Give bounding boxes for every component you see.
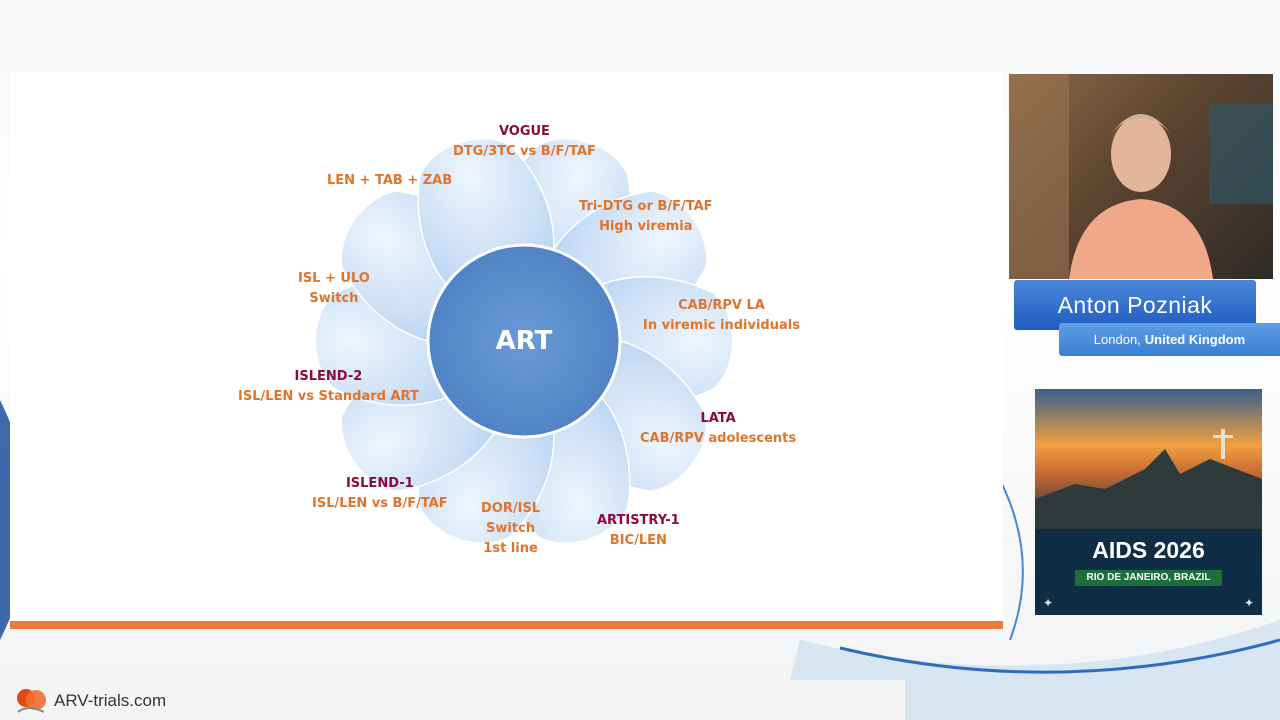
- site-logo-text: ARV-trials.com: [54, 691, 167, 710]
- petal-label-tri-dtg: Tri-DTG or B/F/TAF High viremia: [579, 199, 713, 234]
- speaker-figure: [1009, 74, 1273, 279]
- site-logo[interactable]: ARV-trials.com: [14, 686, 166, 716]
- petal-label-artistry-1: ARTISTRY-1 BIC/LEN: [597, 513, 680, 548]
- location-city: London,: [1093, 332, 1141, 347]
- promo-subtitle: RIO DE JANEIRO, BRAZIL: [1075, 570, 1222, 586]
- petal-label-len-tab-zab: LEN + TAB + ZAB: [327, 173, 453, 188]
- petal-label-islend-2: ISLEND-2 ISL/LEN vs Standard ART: [238, 369, 419, 404]
- speaker-nameplate: Anton Pozniak: [1014, 280, 1256, 330]
- flower-diagram: [314, 138, 734, 544]
- slide-accent-bar: [10, 621, 1003, 629]
- petal-label-isl-ulo: ISL + ULO Switch: [298, 271, 370, 306]
- petal-label-cab-rpv-la: CAB/RPV LA In viremic individuals: [643, 298, 800, 333]
- presentation-slide: ART VOGUE DTG/3TC vs B/F/TAF Tri-DTG or …: [10, 72, 1003, 629]
- conference-promo: AIDS 2026 RIO DE JANEIRO, BRAZIL ✦ ✦: [1035, 389, 1262, 615]
- promo-title: AIDS 2026: [1092, 537, 1205, 563]
- speaker-location: London, United Kingdom: [1059, 323, 1280, 356]
- center-circle: [426, 243, 622, 439]
- sparkle-icon: ✦: [1244, 596, 1255, 610]
- location-country: United Kingdom: [1144, 332, 1246, 347]
- petal-label-islend-1: ISLEND-1 ISL/LEN vs B/F/TAF: [312, 476, 448, 511]
- petal-label-dor-isl: DOR/ISL Switch 1st line: [481, 501, 541, 556]
- sparkle-icon: ✦: [1043, 596, 1054, 610]
- speaker-video: [1009, 74, 1273, 279]
- arv-logo-icon: [17, 689, 46, 713]
- center-label: ART: [495, 326, 553, 356]
- petal-label-vogue: VOGUE DTG/3TC vs B/F/TAF: [453, 124, 596, 159]
- petal-label-lata: LATA CAB/RPV adolescents: [640, 411, 797, 446]
- footer-strip: [0, 680, 905, 720]
